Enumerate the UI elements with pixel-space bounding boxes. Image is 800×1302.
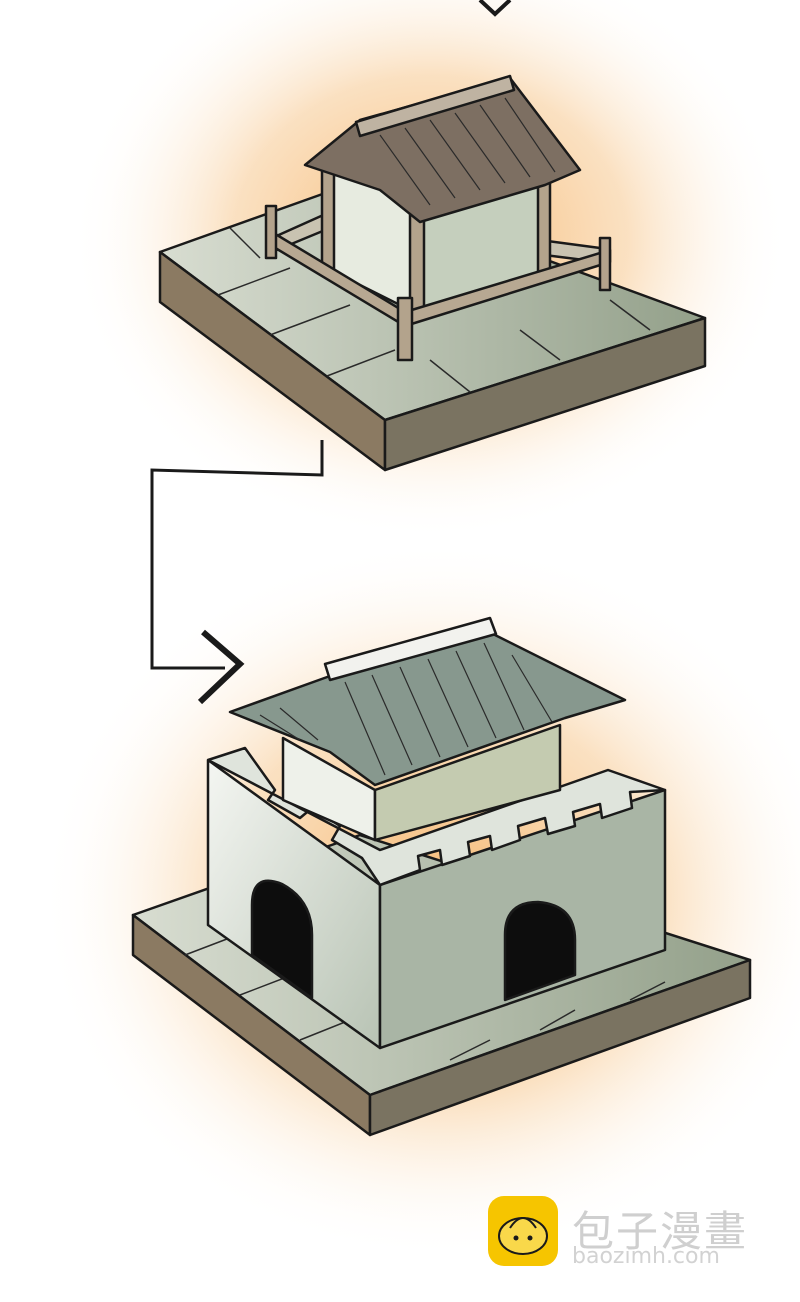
site-watermark: 包子漫畫 baozimh.com — [488, 1196, 788, 1276]
watermark-subtitle: baozimh.com — [572, 1244, 720, 1269]
roof-ridge — [323, 616, 498, 682]
pavilion-on-platform — [158, 74, 707, 472]
platform-right-face — [383, 316, 707, 472]
left-archway — [250, 879, 314, 1000]
fence-post — [598, 236, 612, 292]
roof-ridge — [354, 74, 516, 138]
top-arrow-fragment — [478, 0, 512, 17]
gatehouse-on-platform — [131, 616, 752, 1137]
watermark-title: 包子漫畫 — [572, 1207, 749, 1256]
transform-arrow — [150, 440, 324, 705]
fence-post — [264, 204, 278, 260]
platform-right-face — [368, 958, 752, 1137]
gatehouse-right-wall — [373, 723, 562, 842]
pillar — [320, 158, 336, 274]
fence-post — [396, 296, 414, 362]
bun-logo-icon — [488, 1196, 558, 1266]
right-archway — [503, 900, 577, 1002]
